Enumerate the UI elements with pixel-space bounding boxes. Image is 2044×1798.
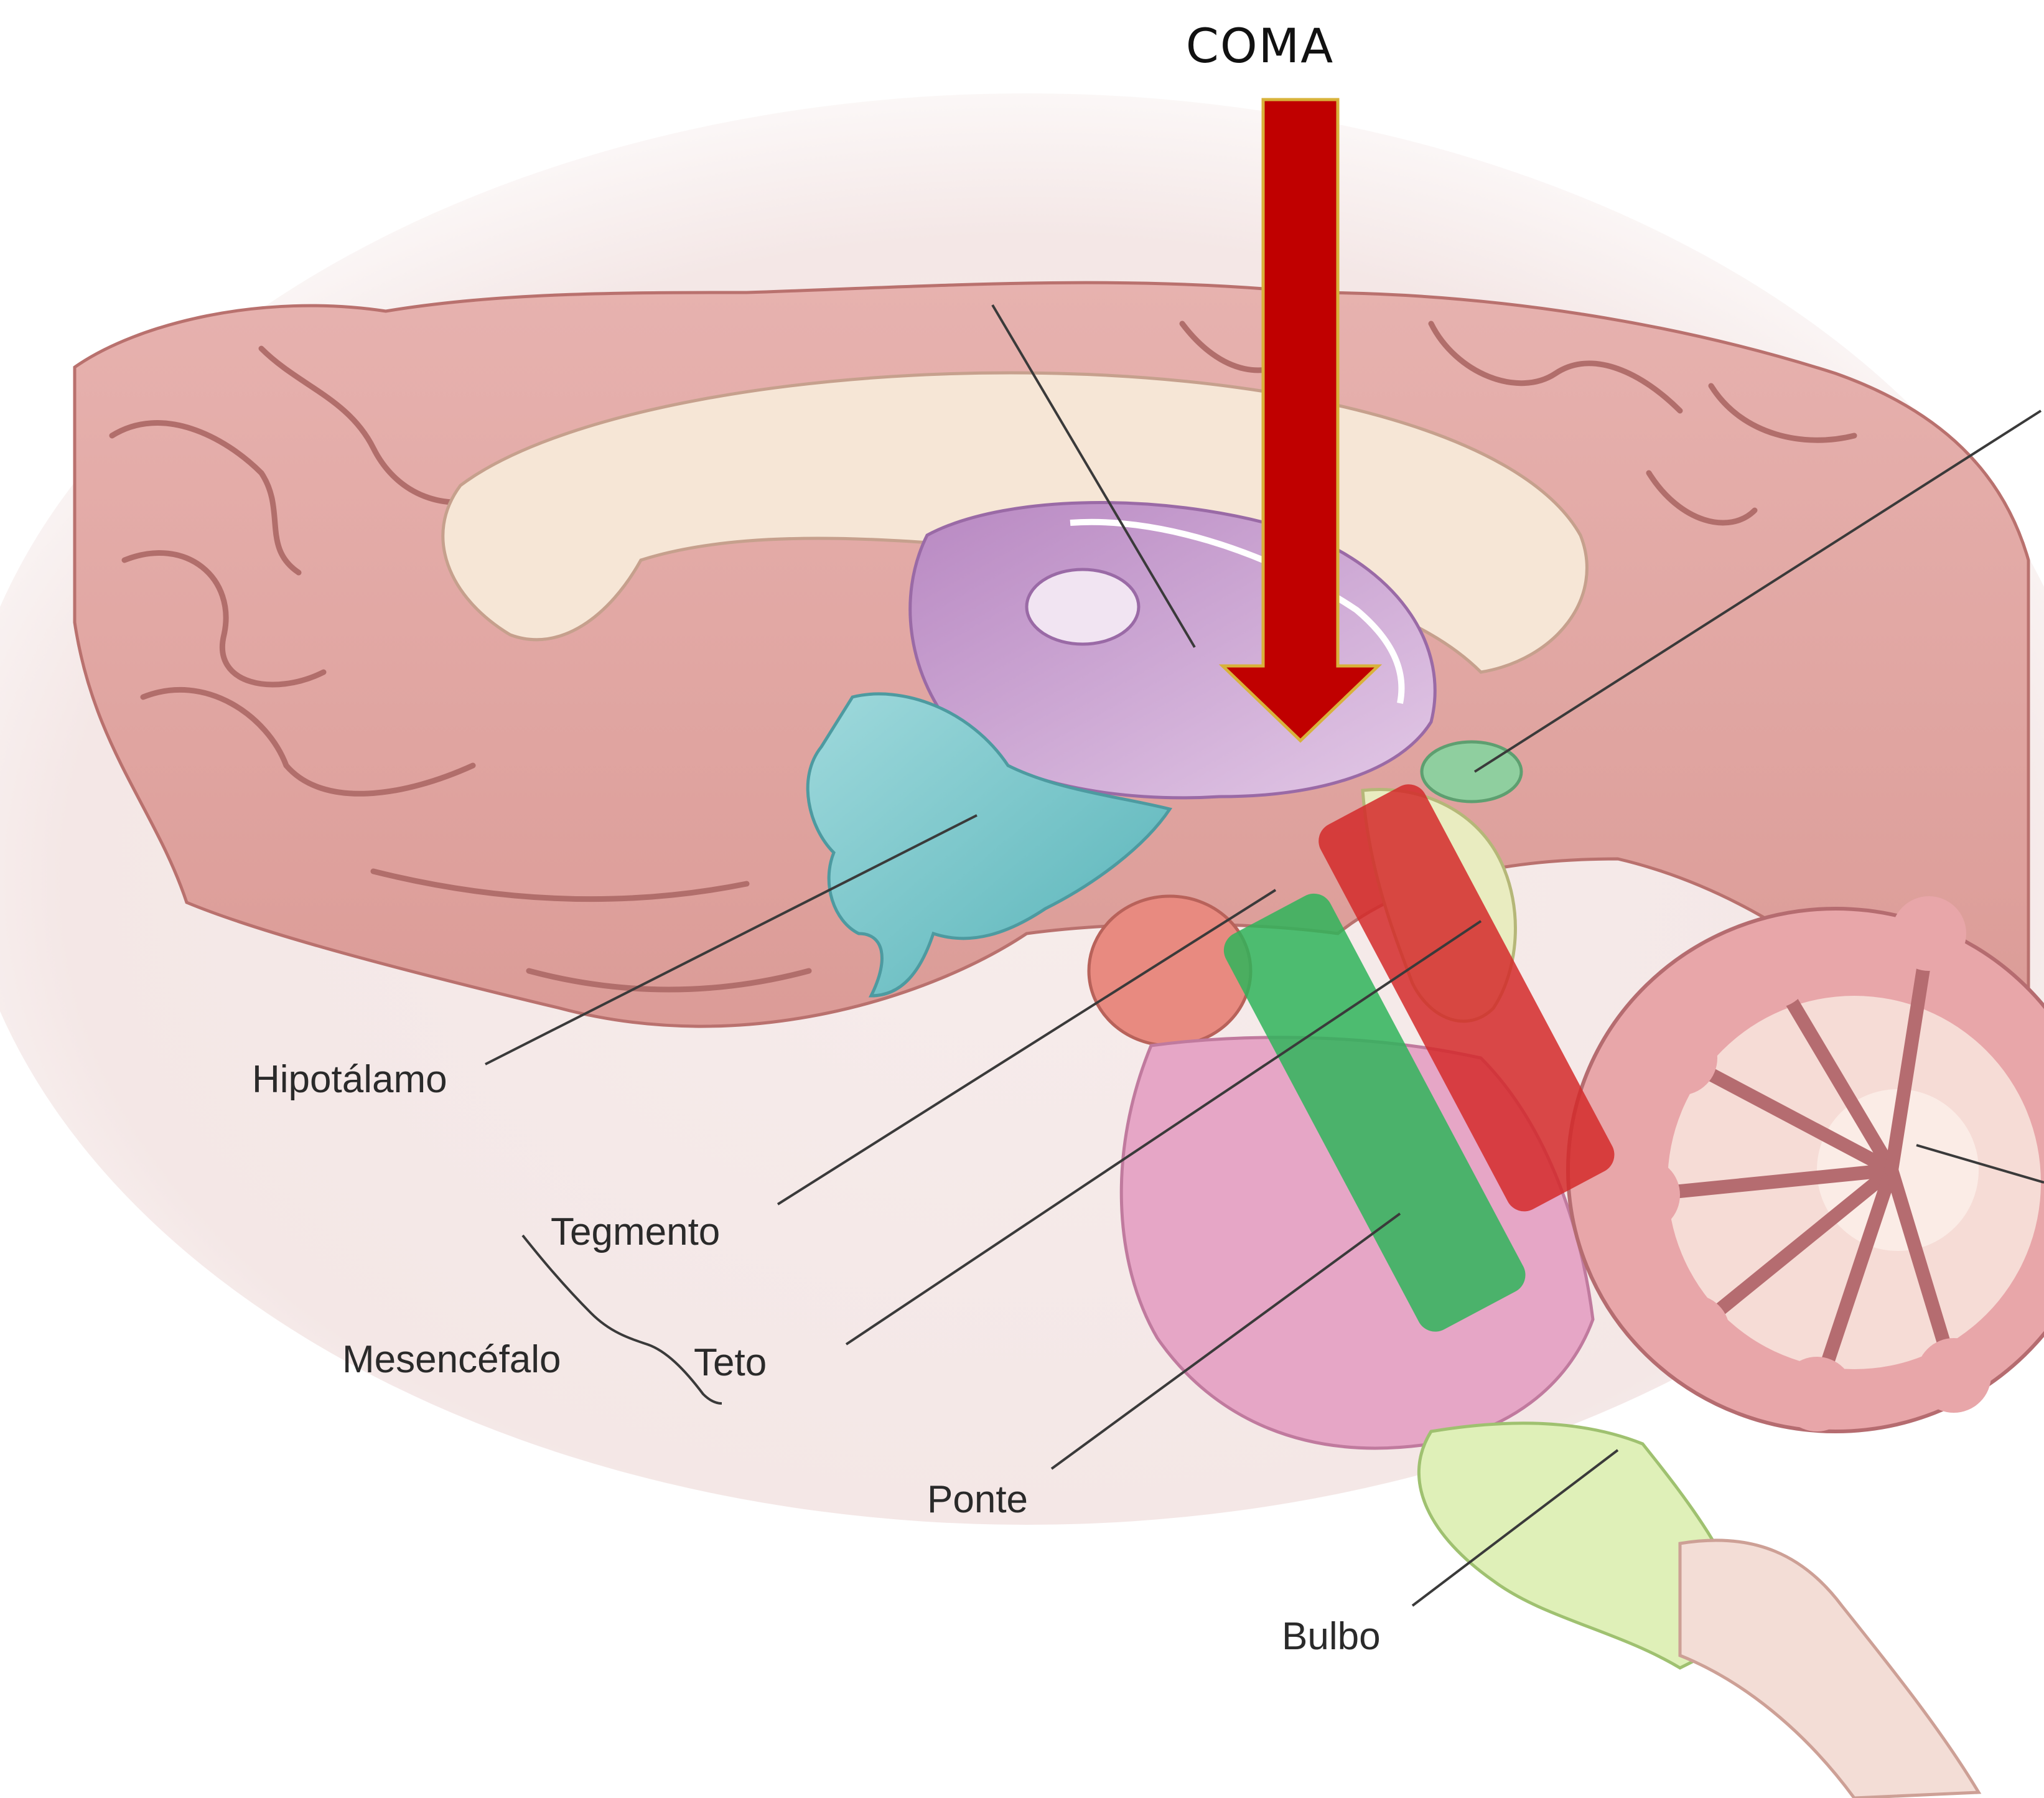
label-pons: Ponte [927, 1478, 1028, 1521]
label-midbrain: Mesencéfalo [342, 1338, 561, 1381]
interthalamic-adhesion [1027, 569, 1139, 644]
label-medulla: Bulbo [1282, 1615, 1381, 1658]
mammillary-body [1089, 896, 1251, 1046]
label-tectum: Teto [694, 1341, 767, 1384]
label-tegmentum: Tegmento [551, 1210, 720, 1253]
diagram-title: COMA [1186, 18, 1334, 73]
label-hypothalamus: Hipotálamo [252, 1058, 447, 1101]
